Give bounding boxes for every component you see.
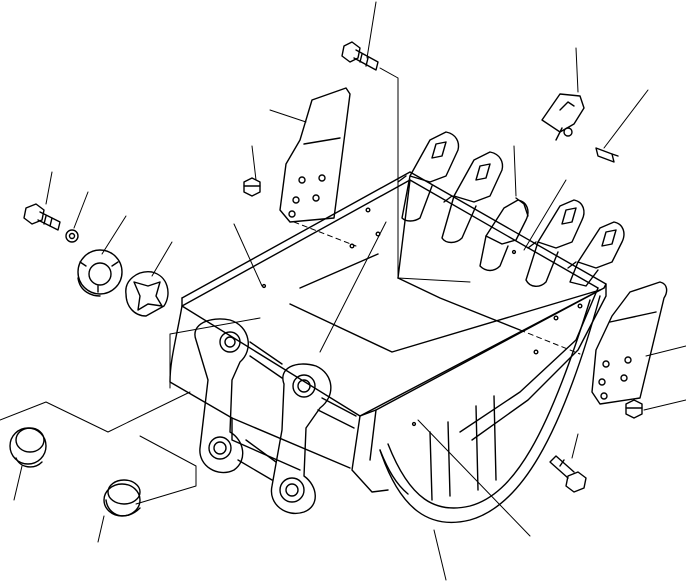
bucket-teeth	[397, 131, 625, 287]
cutter-nut	[243, 177, 261, 197]
pin-boss-bolt	[23, 203, 61, 231]
bucket-tooth	[569, 221, 625, 287]
bucket-link-bracket	[194, 318, 357, 515]
shim-ring	[77, 249, 123, 297]
bucket-tooth	[525, 199, 585, 287]
bucket-tooth	[441, 151, 504, 244]
lock-plate	[125, 271, 169, 317]
pin-bushing	[103, 479, 141, 517]
washer	[65, 229, 79, 243]
side-cutter-right	[591, 281, 668, 405]
hidden-lines	[293, 221, 581, 355]
tooth-pin-assembly	[595, 147, 619, 163]
bucket-body	[169, 171, 607, 524]
cutter-bolt	[549, 455, 587, 493]
side-cutter-left	[279, 87, 351, 223]
cutter-bolt	[341, 41, 379, 71]
bucket-tooth	[401, 131, 460, 222]
dust-seal	[9, 427, 47, 468]
tooth-adapter	[541, 93, 585, 141]
cutter-nut	[625, 399, 643, 419]
bucket-tooth	[479, 197, 529, 272]
